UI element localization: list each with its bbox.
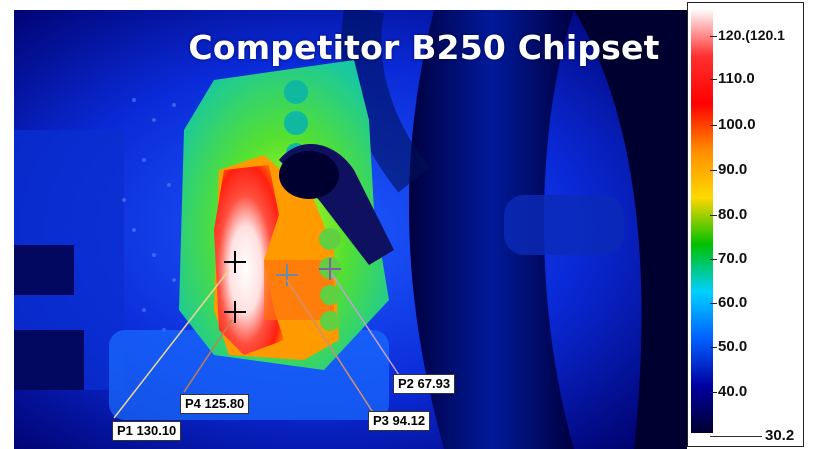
scale-tick: 100.0 bbox=[710, 116, 756, 133]
scale-min-label: 30.2 bbox=[765, 427, 795, 444]
leader-p2 bbox=[331, 273, 400, 376]
leader-p1 bbox=[113, 269, 230, 419]
marker-p3 bbox=[276, 264, 298, 286]
image-title: Competitor B250 Chipset bbox=[188, 28, 660, 67]
scale-tick: 40.0 bbox=[709, 383, 748, 400]
scale-tick: 90.0 bbox=[709, 161, 748, 178]
marker-p1 bbox=[224, 251, 246, 273]
scale-tick: 50.0 bbox=[709, 338, 748, 355]
scale-tick: 70.0 bbox=[709, 250, 748, 267]
scale-tick: 80.0 bbox=[709, 206, 748, 223]
scale-tick: 110.0 bbox=[710, 70, 755, 87]
label-p3: P3 94.12 bbox=[368, 411, 431, 431]
temperature-scale: 120.(120.1 110.0 100.0 90.0 80.0 70.0 60… bbox=[687, 2, 804, 447]
color-scale-bar bbox=[691, 9, 713, 433]
scale-tick: 60.0 bbox=[709, 294, 748, 311]
marker-p2 bbox=[319, 258, 341, 280]
thermal-scene bbox=[14, 10, 687, 449]
label-p4: P4 125.80 bbox=[180, 394, 250, 414]
leader-p3 bbox=[286, 279, 375, 415]
leader-p4 bbox=[183, 319, 233, 393]
scale-max-label: 120.(120.1 bbox=[710, 27, 785, 43]
thermal-image: Competitor B250 Chipset bbox=[14, 10, 687, 449]
marker-p4 bbox=[224, 301, 246, 323]
label-p1: P1 130.10 bbox=[112, 421, 182, 441]
label-p2: P2 67.93 bbox=[393, 374, 456, 394]
scale-min-line bbox=[710, 436, 762, 437]
